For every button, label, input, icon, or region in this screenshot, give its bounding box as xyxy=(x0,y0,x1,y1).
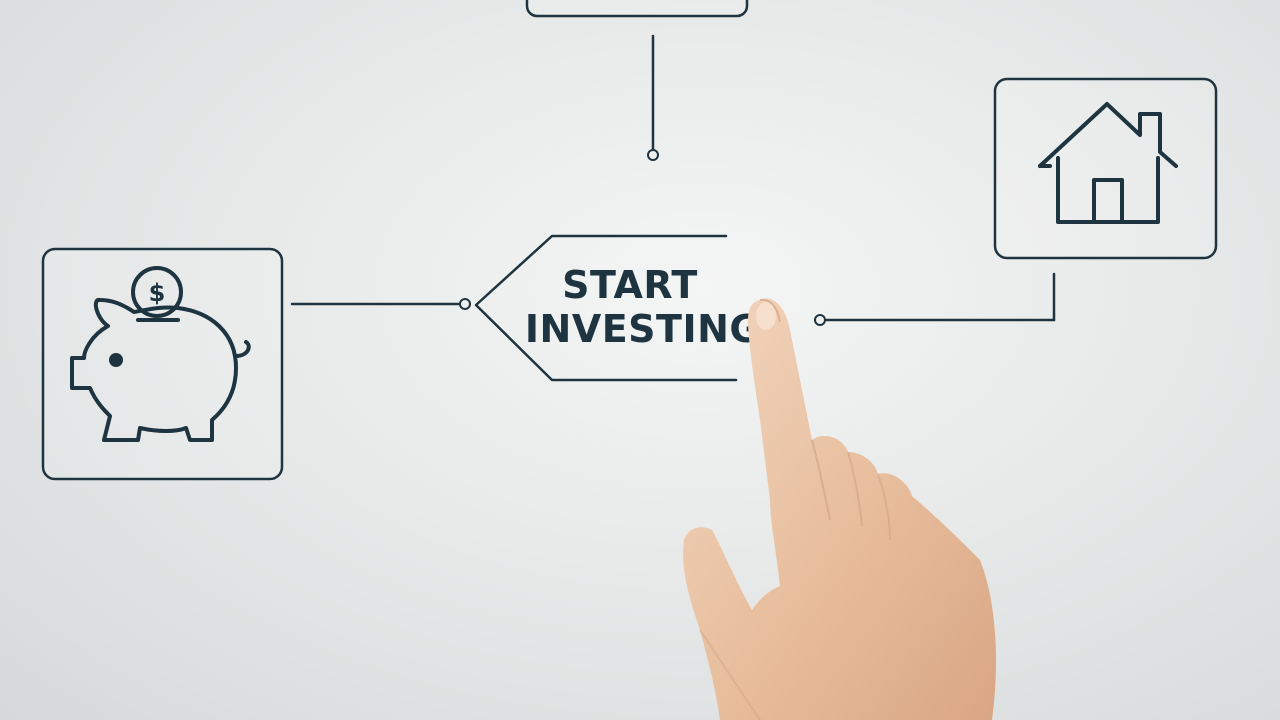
top-box[interactable] xyxy=(525,0,749,18)
house-icon xyxy=(1038,102,1178,224)
top-connector xyxy=(647,34,659,161)
left-connector xyxy=(290,298,471,310)
piggy-bank-card[interactable]: $ xyxy=(41,247,284,481)
right-connector xyxy=(814,272,1056,326)
dollar-sign: $ xyxy=(149,279,166,307)
pointing-hand xyxy=(683,298,996,720)
cta-line2: INVESTING xyxy=(525,307,761,351)
house-card[interactable] xyxy=(993,77,1218,260)
cta-line1: START xyxy=(562,263,698,307)
piggy-bank-icon: $ xyxy=(70,266,251,442)
start-investing-button[interactable]: START INVESTING xyxy=(474,234,761,382)
